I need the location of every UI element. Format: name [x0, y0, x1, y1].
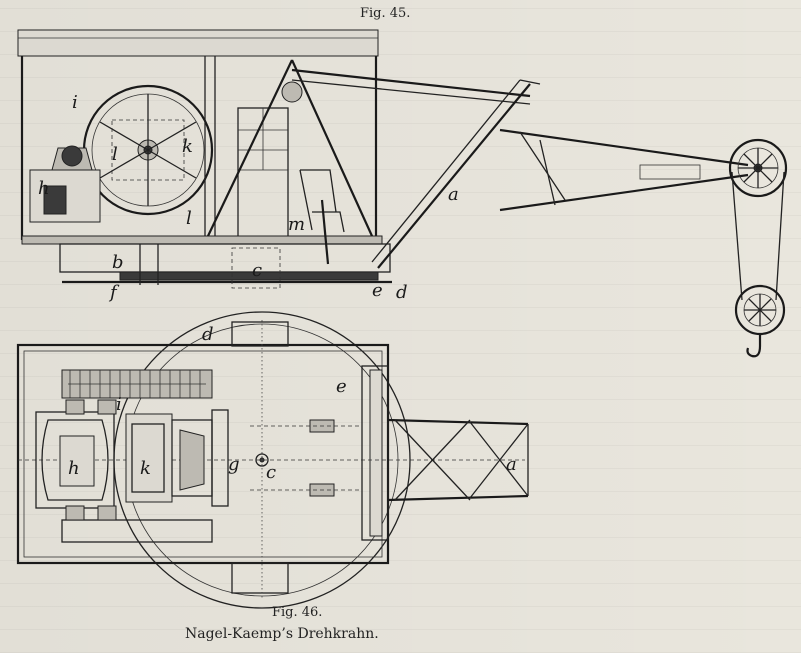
- letter-a-bottom: a: [506, 454, 517, 475]
- crane-hook: [746, 334, 762, 358]
- turntable-ring: [119, 271, 379, 281]
- operator-seat: [299, 169, 345, 233]
- jib-upper-boom: [499, 128, 749, 167]
- jib-head-pulley: [728, 138, 788, 198]
- letter-a-top: a: [448, 184, 459, 205]
- motor-pulley: [61, 145, 83, 167]
- central-pivot: [231, 247, 281, 289]
- jib-tie-rod: [291, 68, 531, 98]
- figure-46-label: Fig. 46.: [272, 605, 323, 620]
- house-roof: [17, 29, 379, 57]
- pivot-center: [255, 453, 269, 467]
- jib-lower-chord: [377, 83, 531, 269]
- plan-view: d e i h k g c a: [16, 311, 529, 609]
- mast-right-strut: [290, 59, 374, 237]
- letter-h-bottom: h: [68, 458, 80, 479]
- letter-c-bottom: c: [266, 462, 276, 483]
- letter-d-top: d: [396, 282, 408, 303]
- jib-lower-boom: [499, 173, 749, 212]
- hoist-rope: [731, 171, 743, 301]
- letter-b-top: b: [112, 252, 124, 273]
- mast-left-strut: [207, 59, 293, 237]
- letter-h-top: h: [38, 178, 50, 199]
- figure-45-label: Fig. 45.: [360, 6, 411, 21]
- letter-l2-top: l: [186, 208, 192, 229]
- side-elevation-view: i l k h l m c b f e d a: [17, 29, 788, 358]
- mast-head-pulley: [281, 81, 303, 103]
- letter-m-top: m: [288, 214, 305, 235]
- turntable-top-plate: [231, 321, 289, 347]
- turntable-bottom-plate: [231, 562, 289, 594]
- platform-floor: [21, 235, 383, 245]
- letter-i-bottom: i: [116, 394, 122, 415]
- letter-i-top: i: [72, 92, 78, 113]
- letter-k-bottom: k: [140, 458, 151, 479]
- figure-caption: Nagel-Kaemp’s Drehkrahn.: [185, 626, 379, 642]
- jib-plan-lower: [387, 494, 529, 502]
- drum-gear-bottom: [61, 519, 213, 543]
- control-lever: [320, 199, 330, 265]
- letter-g-bottom: g: [228, 454, 240, 475]
- letter-k-top: k: [182, 136, 193, 157]
- letter-f-top: f: [108, 282, 120, 303]
- letter-c-top: c: [252, 260, 262, 281]
- letter-e-bottom: e: [336, 376, 347, 397]
- jib-plan-upper: [387, 418, 529, 426]
- letter-e-top: e: [372, 280, 383, 301]
- letter-d-bottom: d: [202, 324, 214, 345]
- drum-spokes: [99, 94, 197, 206]
- base-frame: [59, 243, 391, 273]
- letter-l-top: l: [112, 144, 118, 165]
